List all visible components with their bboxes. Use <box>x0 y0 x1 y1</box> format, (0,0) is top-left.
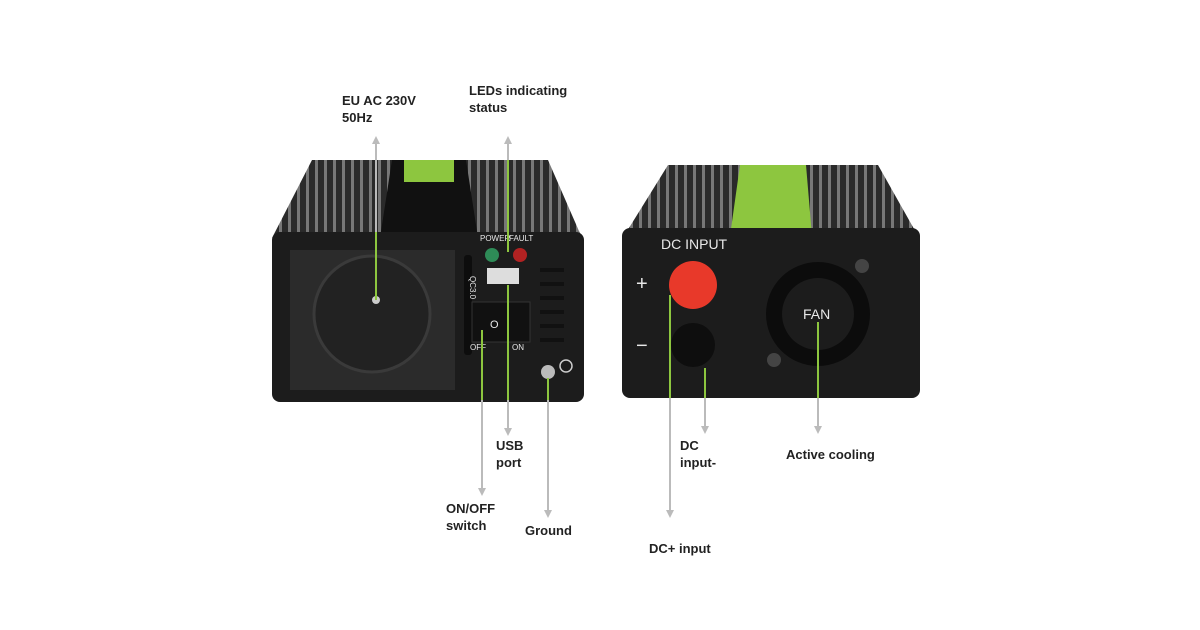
fault-led <box>513 248 527 262</box>
svg-text:−: − <box>636 335 648 357</box>
inverter-back-view: DC INPUT + − FAN <box>622 165 920 398</box>
power-led-label: POWER <box>480 234 510 243</box>
svg-text:OFF: OFF <box>470 343 486 352</box>
callout-ground: Ground <box>525 523 572 538</box>
svg-text:QC3.0: QC3.0 <box>468 276 477 300</box>
on-off-switch <box>471 301 531 343</box>
dc-input-label: DC INPUT <box>661 236 728 252</box>
ground-terminal <box>541 365 555 379</box>
inverter-front-view: POWER FAULT QC3.0 O OFF ON <box>272 160 584 402</box>
dc-plus-terminal <box>669 261 717 309</box>
callout-dc-plus: DC+ input <box>649 541 711 556</box>
svg-text:+: + <box>636 273 648 295</box>
fan-label: FAN <box>803 306 830 322</box>
svg-text:O: O <box>490 319 499 331</box>
power-led <box>485 248 499 262</box>
svg-text:ON: ON <box>512 343 524 352</box>
fault-led-label: FAULT <box>509 234 533 243</box>
dc-minus-terminal <box>671 323 715 367</box>
usb-port <box>487 268 519 284</box>
callout-lines <box>375 140 819 512</box>
callout-active-cooling: Active cooling <box>786 447 875 462</box>
